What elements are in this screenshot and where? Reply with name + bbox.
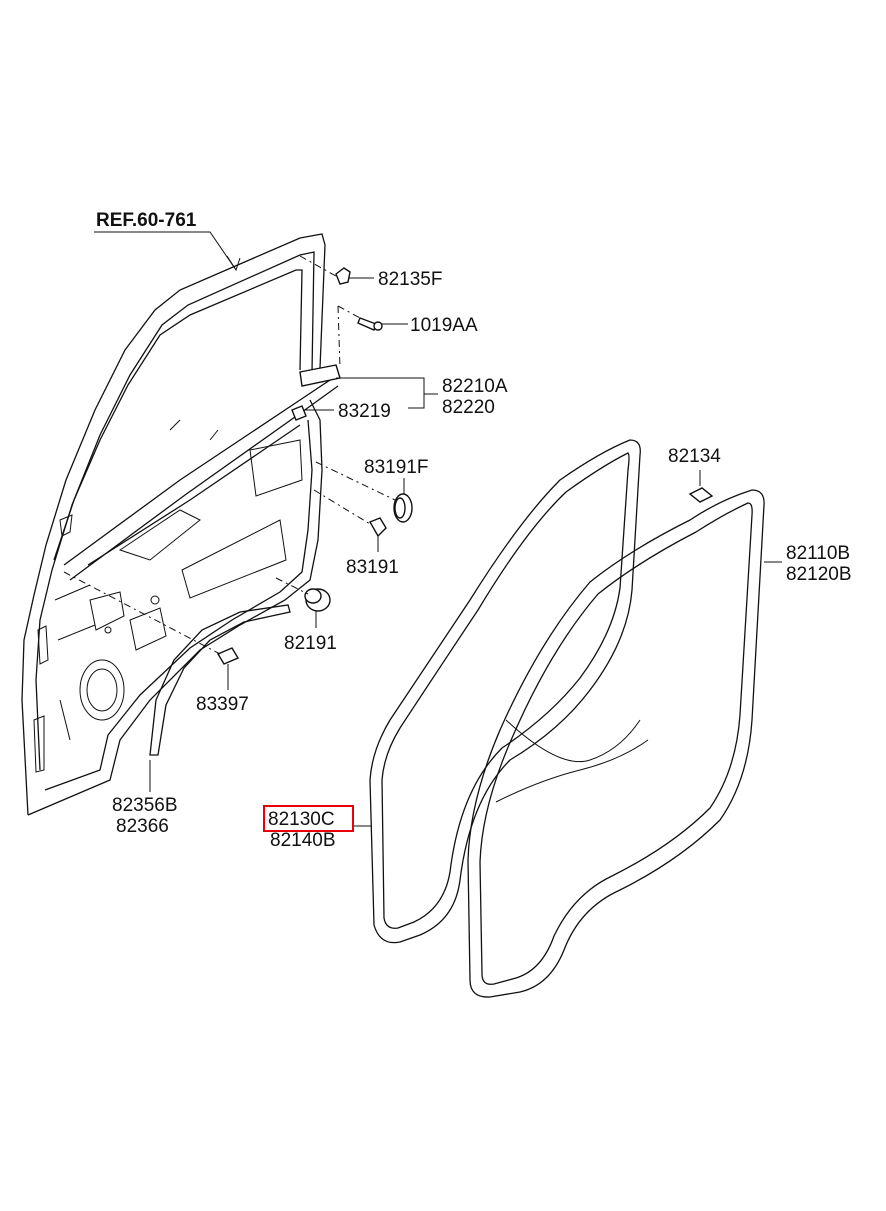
leader-82210a-bracket: [336, 377, 425, 409]
part-label-83219[interactable]: 83219: [338, 401, 391, 422]
highlight-box: [263, 805, 354, 832]
weatherstrip-82130c: [369, 439, 641, 944]
pad-83397-shape: [216, 647, 240, 665]
part-label-82135f[interactable]: 82135F: [378, 269, 442, 290]
part-label-82130c[interactable]: 82130C: [268, 809, 335, 830]
clip-83219-shape: [291, 405, 307, 421]
grommet-82191-shape: [304, 588, 331, 612]
part-label-82134[interactable]: 82134: [668, 446, 721, 467]
part-label-83191f[interactable]: 83191F: [364, 457, 428, 478]
screw-1019aa-shape: [357, 317, 383, 331]
part-label-82140b[interactable]: 82140B: [270, 830, 336, 851]
pad-82134-shape: [688, 487, 714, 503]
part-label-82210a[interactable]: 82210A: [442, 376, 508, 397]
dashed-leader: [299, 255, 337, 277]
part-label-82120b[interactable]: 82120B: [786, 564, 852, 585]
part-label-83191[interactable]: 83191: [346, 557, 399, 578]
dashed-leader: [337, 305, 341, 369]
part-label-83397[interactable]: 83397: [196, 694, 249, 715]
part-label-82356b[interactable]: 82356B: [112, 795, 178, 816]
weatherstrip-82110b: [467, 489, 765, 998]
dashed-leader: [275, 577, 309, 595]
ref-leader-line: [94, 231, 237, 271]
reference-label: REF.60-761: [96, 210, 197, 231]
door-panel: [21, 233, 339, 816]
plug-83191-shape: [368, 517, 387, 538]
part-label-82191[interactable]: 82191: [284, 633, 337, 654]
channel-82210a-shape: [299, 364, 341, 387]
clip-82135f-shape: [335, 267, 351, 285]
dashed-leader: [315, 461, 396, 501]
part-label-82110b[interactable]: 82110B: [786, 543, 850, 564]
part-label-1019aa[interactable]: 1019AA: [410, 315, 478, 336]
door-strip-part: [149, 604, 291, 756]
ref-leader-arrow: [226, 255, 241, 272]
dashed-leader: [337, 305, 361, 319]
dashed-leader: [63, 571, 221, 655]
dashed-leader: [313, 489, 371, 525]
part-label-82366[interactable]: 82366: [116, 816, 169, 837]
part-label-82220[interactable]: 82220: [442, 397, 495, 418]
plug-83191f-shape: [393, 493, 413, 523]
